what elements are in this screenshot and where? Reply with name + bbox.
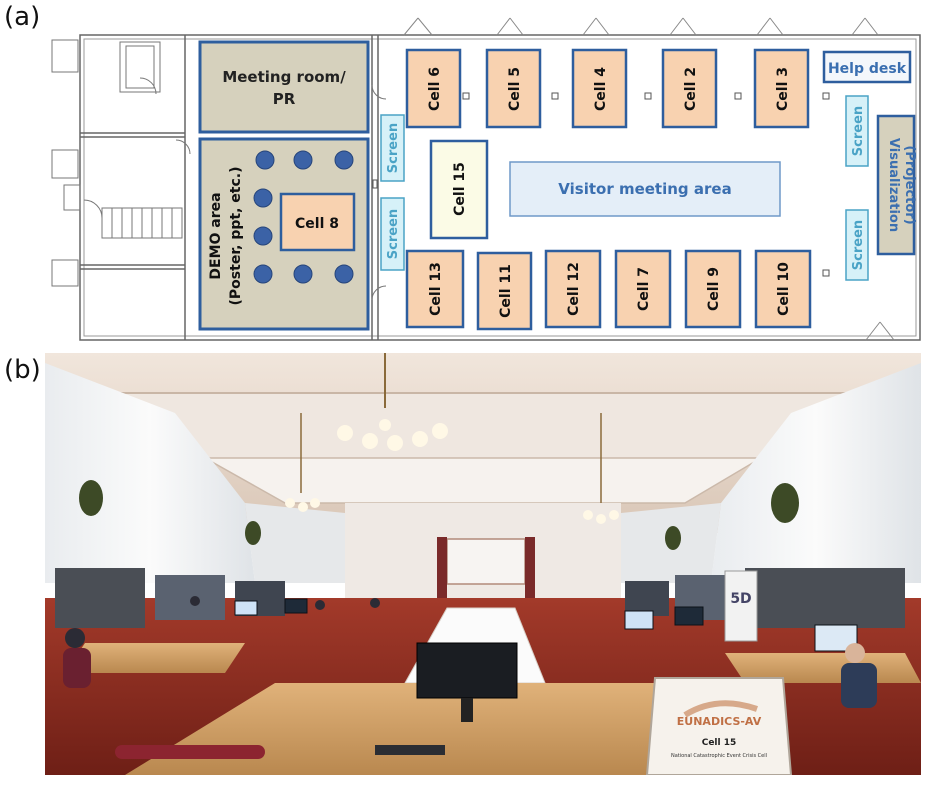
- cell-13-label: Cell 13: [428, 262, 444, 316]
- demo-table: [293, 150, 313, 170]
- demo-table: [253, 226, 273, 246]
- foreground-keyboard: [375, 745, 445, 755]
- demo-table: [253, 188, 273, 208]
- cell-15: [429, 139, 489, 240]
- top-cells: Cell 6 Cell 5 Cell 4 Cell 2 Cell 3: [405, 48, 810, 129]
- wall-plants: [79, 480, 799, 550]
- demo-table: [293, 264, 313, 284]
- top-doors: [403, 17, 895, 341]
- cell-12: [544, 249, 602, 329]
- demo-area-label-1: DEMO area: [208, 192, 224, 279]
- screen-left-bottom-label: Screen: [386, 209, 401, 259]
- bottom-cells: Cell 13 Cell 11 Cell 12 Cell 7 Cell 9 Ce…: [405, 249, 812, 331]
- table-left: [65, 643, 245, 673]
- visualization-label-1: Visualization: [886, 138, 901, 232]
- cell-11-label: Cell 11: [498, 264, 514, 318]
- demo-table: [334, 264, 354, 284]
- sign-subtitle: National Catastrophic Event Crisis Cell: [671, 753, 767, 759]
- cell-6: [405, 48, 462, 129]
- rolled-poster: [115, 745, 265, 759]
- visualization-label-2: (Projector): [902, 145, 917, 224]
- cell-4-label: Cell 4: [593, 67, 609, 111]
- ceiling-center: [202, 457, 764, 504]
- cell15-sign: EUNADICS-AV Cell 15 National Catastrophi…: [645, 677, 793, 775]
- cell-11: [476, 251, 533, 331]
- booth-banner: [724, 570, 758, 642]
- booth-banner-text: 5D: [730, 591, 751, 607]
- cell-8: [279, 192, 356, 252]
- sign-cell: Cell 15: [702, 738, 737, 748]
- chandelier-left: [285, 413, 320, 512]
- monitors: [234, 598, 858, 652]
- sign-brand: EUNADICS-AV: [677, 715, 762, 728]
- cell-2-label: Cell 2: [683, 67, 699, 111]
- demo-tables: [253, 150, 354, 284]
- back-stage-curtain-left: [437, 537, 447, 607]
- cell-12-label: Cell 12: [566, 262, 582, 316]
- cell-2: [661, 48, 718, 129]
- cell-15-label: Cell 15: [452, 162, 468, 216]
- annex-details: [51, 39, 387, 301]
- curtain-left: [45, 363, 255, 583]
- foreground-monitor-stand: [461, 698, 473, 722]
- pillars: [372, 92, 830, 277]
- cell-7: [614, 249, 672, 329]
- help-desk-label: Help desk: [828, 61, 907, 77]
- chandelier-center: [337, 353, 448, 451]
- cell-10-label: Cell 10: [776, 262, 792, 316]
- cell-8-label: Cell 8: [295, 216, 339, 232]
- booths: 5D: [55, 568, 905, 642]
- hall-photo: 5D EUN: [45, 353, 921, 775]
- visualization-area: [876, 114, 916, 256]
- cell-7-label: Cell 7: [636, 267, 652, 311]
- foreground-table: [125, 683, 695, 775]
- cell-9: [684, 249, 742, 329]
- cell-10: [754, 249, 812, 329]
- visitor-meeting-area: [509, 161, 781, 217]
- cell-9-label: Cell 9: [706, 267, 722, 311]
- screen-right-top: [845, 95, 869, 167]
- floor-plan: Meeting room/ PR DEMO area (Poster, ppt,…: [51, 17, 921, 341]
- screen-left-bottom: [380, 197, 405, 271]
- cell-13: [405, 249, 465, 329]
- chandelier-right: [583, 413, 619, 524]
- screen-left-top-label: Screen: [386, 123, 401, 173]
- screen-right-top-label: Screen: [851, 106, 866, 156]
- foreground-monitor: [416, 642, 518, 699]
- people: [63, 596, 877, 708]
- cell-5-label: Cell 5: [507, 67, 523, 111]
- panel-label-b: (b): [4, 355, 41, 385]
- meeting-room: [198, 40, 370, 134]
- back-stage-curtain-right: [525, 537, 535, 607]
- back-projection-screen: [446, 538, 526, 585]
- cell-6-label: Cell 6: [427, 67, 443, 111]
- demo-area-label-2: (Poster, ppt, etc.): [228, 167, 244, 306]
- cell-3: [753, 48, 810, 129]
- visitor-meeting-area-label: Visitor meeting area: [558, 180, 731, 198]
- screen-left-top: [380, 114, 405, 182]
- meeting-room-label-2: PR: [273, 90, 296, 108]
- cell-3-label: Cell 3: [775, 67, 791, 111]
- cell-4: [571, 48, 628, 129]
- curtain-left-inner: [245, 503, 345, 583]
- cell-5: [485, 48, 542, 129]
- screen-right-bottom-label: Screen: [851, 220, 866, 270]
- curtain-right: [711, 363, 921, 583]
- panel-label-a: (a): [4, 2, 41, 32]
- meeting-room-label-1: Meeting room/: [222, 68, 346, 86]
- demo-table: [253, 264, 273, 284]
- help-desk: [822, 50, 912, 84]
- screen-right-bottom: [845, 209, 869, 281]
- demo-table: [334, 150, 354, 170]
- demo-table: [255, 150, 275, 170]
